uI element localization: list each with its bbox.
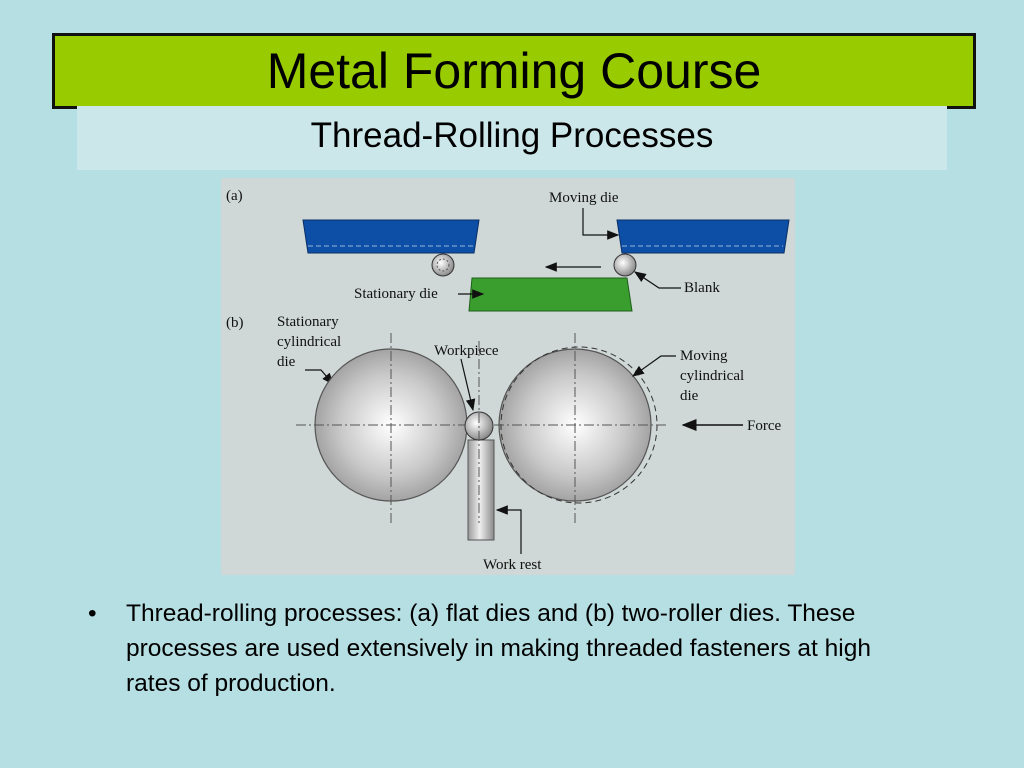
slide-title: Metal Forming Course bbox=[266, 43, 762, 99]
moving-cyl-label-2: cylindrical bbox=[680, 368, 744, 384]
bullet-item: • Thread-rolling processes: (a) flat die… bbox=[88, 596, 908, 701]
slide-subtitle: Thread-Rolling Processes bbox=[310, 116, 714, 155]
bullet-marker: • bbox=[88, 600, 97, 627]
subtitle-band: Thread-Rolling Processes bbox=[77, 106, 947, 170]
stationary-cyl-label-1: Stationary bbox=[277, 314, 339, 330]
blank-left-circle bbox=[431, 253, 455, 277]
stationary-cyl-leader bbox=[305, 369, 334, 385]
thread-rolling-figure: (a) Moving die Blank Stationary die (b) … bbox=[221, 178, 795, 575]
blank-right-circle bbox=[613, 253, 637, 277]
moving-cyl-leader bbox=[632, 355, 676, 377]
force-label: Force bbox=[747, 418, 781, 434]
left-moving-die-shape bbox=[302, 219, 480, 254]
bullet-text: Thread-rolling processes: (a) flat dies … bbox=[126, 600, 871, 697]
moving-cyl-label-1: Moving bbox=[680, 348, 728, 364]
stationary-die-label: Stationary die bbox=[354, 286, 438, 302]
part-a-label: (a) bbox=[226, 188, 243, 204]
work-rest-shape bbox=[467, 439, 495, 541]
thread-rolling-diagram: (a) Moving die Blank Stationary die (b) … bbox=[226, 188, 790, 573]
workpiece-label: Workpiece bbox=[434, 343, 499, 359]
moving-cyl-label-3: die bbox=[680, 388, 699, 404]
stationary-die-shape bbox=[468, 277, 633, 312]
title-box: Metal Forming Course bbox=[52, 33, 976, 109]
moving-die-leader bbox=[582, 208, 620, 240]
moving-die-label: Moving die bbox=[549, 190, 619, 206]
part-b-label: (b) bbox=[226, 315, 244, 331]
work-rest-label: Work rest bbox=[483, 557, 542, 573]
stationary-cyl-label-3: die bbox=[277, 354, 296, 370]
stationary-cyl-label-2: cylindrical bbox=[277, 334, 341, 350]
blank-left-core bbox=[436, 258, 450, 272]
work-rest-leader bbox=[495, 505, 522, 554]
blank-label: Blank bbox=[684, 280, 720, 296]
blank-leader bbox=[634, 271, 681, 289]
right-moving-die-shape bbox=[616, 219, 790, 254]
workpiece-leader bbox=[460, 358, 476, 412]
bullet-list: • Thread-rolling processes: (a) flat die… bbox=[88, 596, 908, 701]
